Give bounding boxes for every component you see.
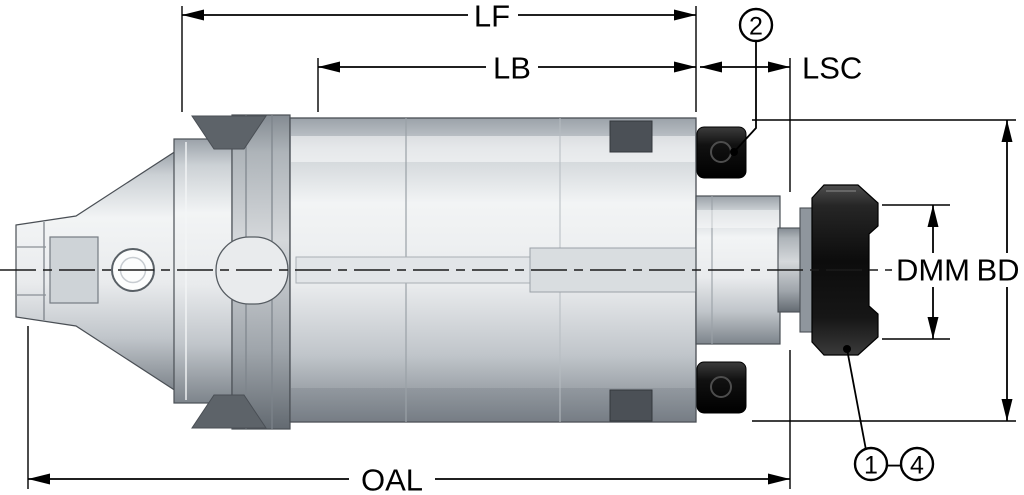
callout-number-2: 2 [749, 13, 763, 41]
leader-dot [843, 345, 851, 353]
arrowhead-up [1001, 120, 1013, 142]
callout-circle [738, 7, 774, 43]
side-lock-screw-bottom [696, 361, 747, 414]
callout-item-2: 2 [730, 7, 774, 156]
callout-items-1-4: 1 – 4 [843, 345, 935, 482]
arrowhead-left [28, 473, 50, 485]
arrowhead-right [768, 61, 790, 73]
arrowhead-down [1001, 399, 1013, 421]
body-pin-top [609, 120, 653, 153]
flange-chamfer-top [191, 115, 267, 150]
dimension-dmm: DMM [882, 204, 971, 340]
leader-line [846, 348, 867, 451]
dim-label-lb: LB [493, 51, 531, 86]
label-mask [349, 463, 435, 495]
arrowhead-left [318, 61, 340, 73]
arrowhead-down [927, 317, 939, 339]
dimension-lf: LF [181, 0, 697, 112]
label-mask [895, 253, 971, 287]
side-lock-screw-top [696, 126, 747, 179]
arrowhead-right [768, 473, 790, 485]
leader-dot [730, 148, 738, 156]
callout-circle [899, 446, 935, 482]
label-mask [973, 253, 1023, 287]
callout-circle [853, 446, 889, 482]
tool-holder [15, 114, 879, 430]
nose-highlight [697, 210, 779, 228]
screw-socket-bottom [710, 376, 732, 398]
arrowhead-right [674, 9, 696, 21]
callout-number-1: 1 [864, 452, 878, 480]
arrowhead-left [182, 9, 204, 21]
dimension-bd: BD [752, 119, 1023, 422]
flange-chamfer-bottom [191, 394, 267, 429]
label-mask [468, 0, 518, 31]
dimension-lsc: LSC [700, 51, 862, 192]
arrowhead-left [700, 61, 722, 73]
dim-label-lf: LF [474, 0, 510, 34]
dim-label-oal: OAL [361, 463, 423, 495]
dim-label-bd: BD [976, 253, 1019, 288]
leader-line [733, 41, 757, 153]
dim-label-dmm: DMM [896, 253, 970, 288]
dimension-oal: OAL [27, 326, 791, 495]
callout-number-4: 4 [910, 452, 924, 480]
arrowhead-up [927, 205, 939, 227]
arrowhead-right [674, 61, 696, 73]
label-mask [486, 51, 538, 83]
callout-separator: – [886, 448, 902, 479]
dim-label-lsc: LSC [802, 51, 862, 86]
dimension-lb: LB [317, 51, 696, 112]
body-pin-bottom [609, 389, 653, 422]
